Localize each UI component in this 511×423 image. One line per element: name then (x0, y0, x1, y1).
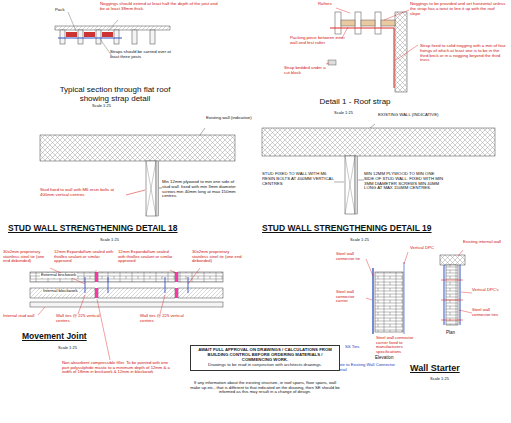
detail-title: STUD WALL STRENGTHENING DETAIL 19 (262, 224, 507, 234)
annotation: Plan (446, 330, 476, 335)
annotation: Min 12mm plywood to min one side of stud… (162, 180, 240, 199)
annotation: Pack (55, 8, 75, 13)
annotation: SS Ties (345, 345, 373, 350)
annotation: Strap fixed to solid nogging with a min … (420, 44, 508, 63)
annotation: Steel wall connector carrier fixed to ma… (376, 336, 426, 355)
annotation: Rafters (318, 2, 348, 7)
annotation: Wall ties @ 225 vertical centres (56, 314, 102, 323)
annotation: Packing piece between inner wall and fir… (290, 36, 345, 46)
annotation: Straps should be carried over at least t… (110, 50, 180, 60)
annotation: 30x2mm proprietary stainless steel tie (… (192, 250, 244, 264)
annotation: Vertical DPC's (472, 288, 508, 293)
annotation: Steel wall connector ties (472, 308, 508, 317)
annotation: Scale 1:25 (334, 111, 384, 115)
annotation: STUD FIXED TO WALL WITH M6 RESIN BOLTS A… (262, 172, 334, 186)
wall-starter-detail (366, 250, 472, 334)
annotation: Wall ties @ 225 vertical centres (140, 314, 186, 323)
annotation: Non absorbent compressible filler. To be… (62, 361, 172, 375)
detail-title: Movement Joint (22, 332, 142, 342)
annotation: Noggings to be provided and set horizont… (410, 2, 506, 16)
annotation: Steel wall connector carrier (336, 290, 366, 304)
annotation: 30x2mm proprietary stainless steel tie (… (3, 250, 51, 264)
annotation: Existing wall (indicative) (206, 116, 266, 121)
note-body: Drawings to be read in conjunction with … (194, 363, 336, 368)
annotation: Stud fixed to wall with M6 resin bolts a… (40, 188, 126, 198)
annotation: 12mm Expandaflam sealed with thiollex se… (118, 250, 176, 264)
detail-title: STUD WALL STRENGTHENING DETAIL 18 (8, 224, 248, 234)
annotation: If any information about the existing st… (190, 381, 340, 395)
annotation: MIN 12MM PLYWOOD TO MIN ONE SIDE OF STUD… (364, 172, 444, 191)
detail-title: Wall Starter (410, 363, 500, 373)
stud-wall-19 (262, 124, 495, 214)
annotation: Existing internal wall (463, 240, 509, 245)
annotation: External brickwork (40, 273, 77, 278)
annotation: Internal stud wall (3, 314, 39, 319)
annotation: Internal blockwork (42, 289, 79, 294)
annotation: 12mm Expandaflam sealed with thiollex se… (54, 250, 114, 264)
annotation: Note to Existing Wall Connector Detail (336, 363, 396, 372)
annotation: Scale 1:25 (430, 377, 480, 381)
detail-title: Detail 1 - Roof strap (300, 98, 410, 107)
note-heading: AWAIT FULL APPROVAL ON DRAWINGS / CALCUL… (194, 348, 336, 363)
annotation: Scale 1:25 (350, 238, 400, 242)
annotation: Vertical DPC (410, 246, 444, 251)
roof-strap-detail (326, 8, 418, 92)
annotation: Noggings should extend at least half the… (100, 2, 220, 12)
annotation: Scale 1:25 (92, 104, 142, 108)
annotation: Elevation (375, 355, 415, 360)
note-box: AWAIT FULL APPROVAL ON DRAWINGS / CALCUL… (190, 345, 340, 371)
annotation: EXISTING WALL (INDICATIVE) (378, 113, 458, 118)
annotation: Steel wall connector tie (336, 252, 366, 261)
stud-wall-18 (40, 128, 235, 216)
annotation: Scale 1:25 (100, 238, 150, 242)
annotation: Strap bedded under a cut block (284, 66, 328, 76)
annotation: Scale 1:25 (58, 346, 108, 350)
detail-title: Typical section through flat roof showin… (45, 86, 185, 104)
